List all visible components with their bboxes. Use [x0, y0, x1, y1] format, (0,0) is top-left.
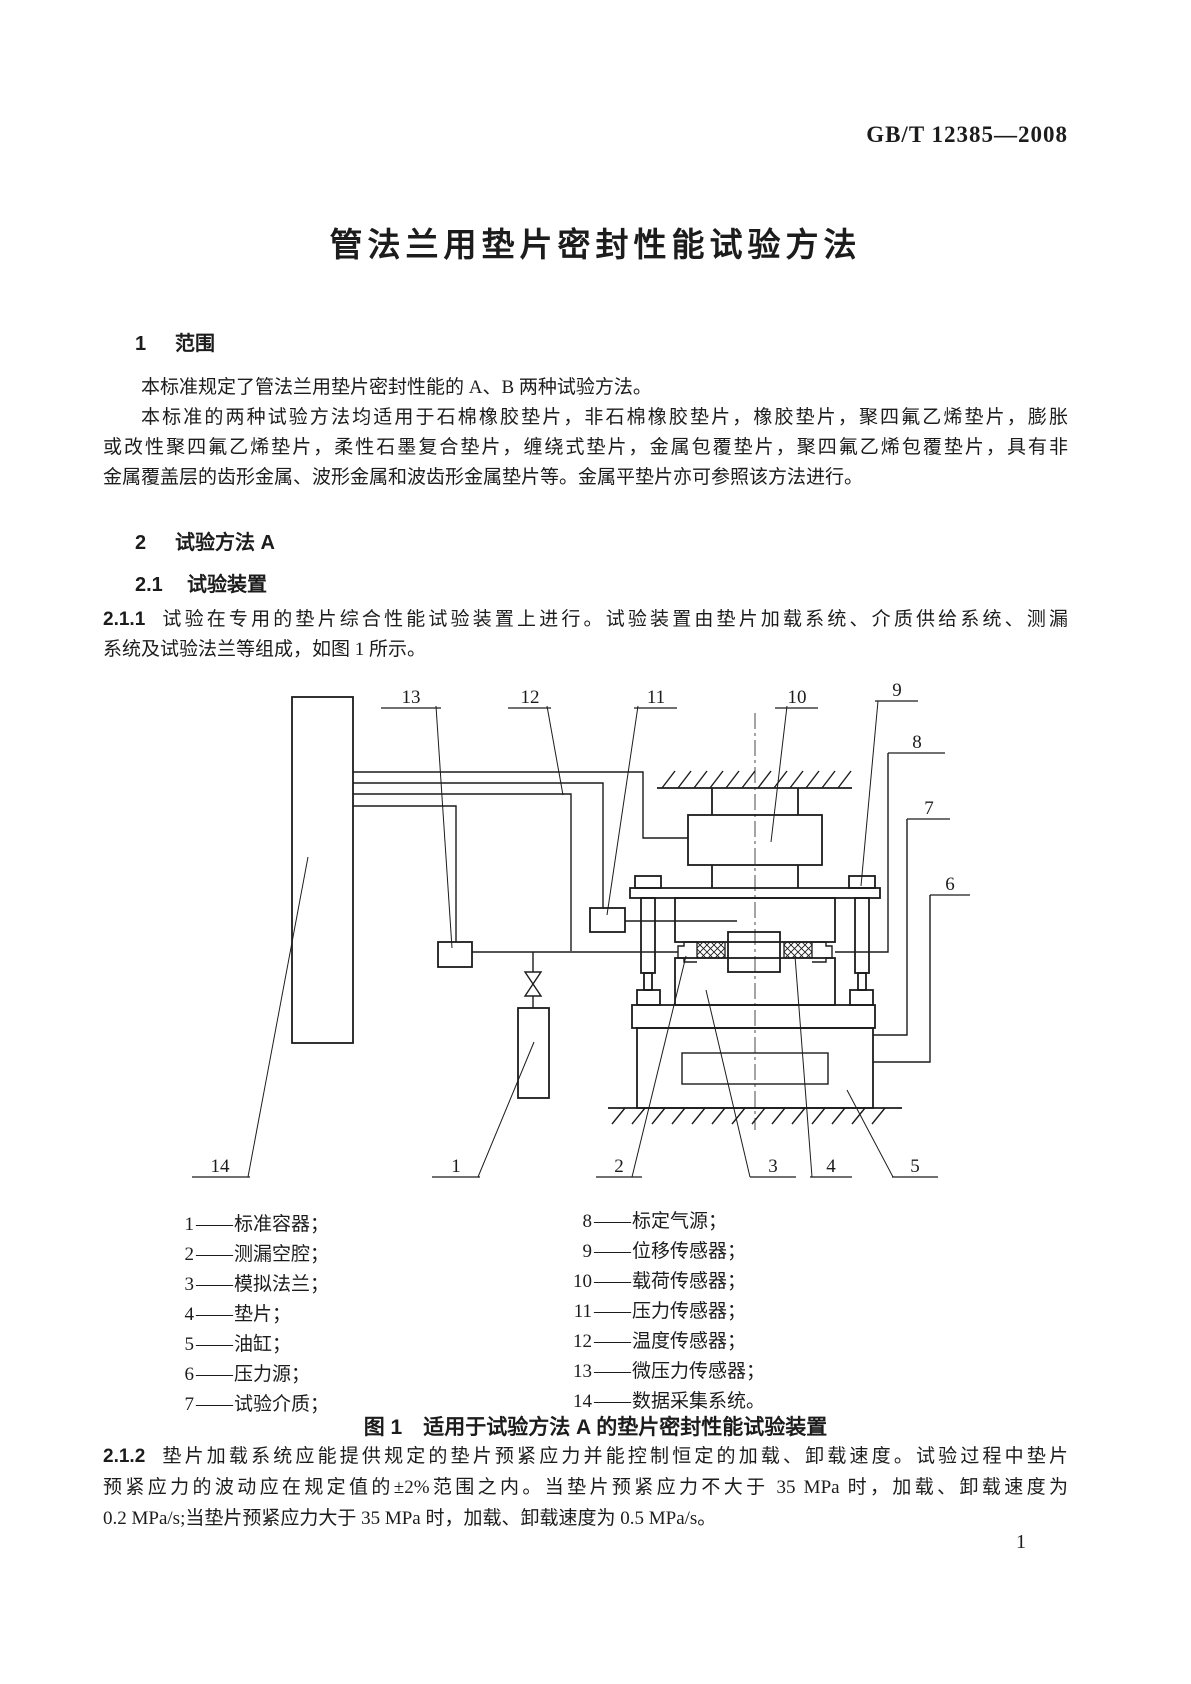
leader-12 [546, 705, 564, 796]
leader-10 [770, 705, 788, 843]
clause-2-1-1-line-1: 2.1.1 试验在专用的垫片综合性能试验装置上进行。试验装置由垫片加载系统、介质供… [103, 607, 1068, 633]
callout-12: 12 [521, 687, 540, 708]
legend-item-5: 5——油缸； [184, 1334, 292, 1355]
leader-13 [435, 705, 453, 949]
legend-item-6: 6——压力源； [184, 1364, 311, 1385]
center-boss [727, 931, 781, 973]
leader-3 [705, 989, 751, 1178]
clause-2-1-2-line-2: 预紧应力的波动应在规定值的±2%范围之内。当垫片预紧应力不大于 35 MPa 时… [103, 1477, 1068, 1498]
leader-11 [606, 705, 639, 916]
clause-2-1-2-line-1: 2.1.2 垫片加载系统应能提供规定的垫片预紧应力并能控制恒定的加载、卸载速度。试… [103, 1444, 1068, 1470]
leader-1 [477, 1041, 535, 1178]
legend-item-3: 3——模拟法兰； [184, 1274, 330, 1295]
clause-2-1-1-text: 试验在专用的垫片综合性能试验装置上进行。试验装置由垫片加载系统、介质供给系统、测… [159, 609, 1068, 630]
legend-item-2: 2——测漏空腔； [184, 1244, 330, 1265]
paragraph-1: 本标准规定了管法兰用垫片密封性能的 A、B 两种试验方法。 [141, 377, 652, 398]
paragraph-2-line-1: 本标准的两种试验方法均适用于石棉橡胶垫片，非石棉橡胶垫片，橡胶垫片，聚四氟乙烯垫… [141, 407, 1068, 428]
standard-vessel [517, 1007, 550, 1099]
micro-pressure-sensor-box [437, 941, 473, 968]
base-plate [631, 1004, 876, 1029]
leader-2 [631, 955, 687, 1178]
top-callout-underlines [381, 700, 918, 709]
section-2-title: 试验方法 A [175, 532, 275, 554]
page-number: 1 [1016, 1531, 1026, 1553]
gasket-hatch-left [696, 941, 726, 959]
wire-to-load-sensor [353, 771, 688, 839]
test-medium-supply-pipe [873, 819, 908, 1036]
right-callout-underlines [888, 752, 970, 896]
clause-2-1-1-number: 2.1.1 [103, 609, 146, 630]
section-1-heading: 1 范围 [135, 327, 215, 356]
leak-cavity-left [677, 941, 697, 963]
callout-10: 10 [788, 687, 807, 708]
callout-5: 5 [910, 1156, 920, 1177]
paragraph-2-line-2: 或改性聚四氟乙烯垫片，柔性石墨复合垫片，缠绕式垫片，金属包覆垫片，聚四氟乙烯包覆… [103, 437, 1068, 458]
section-1-title: 范围 [175, 333, 215, 355]
legend-item-1: 1——标准容器； [184, 1214, 330, 1235]
calibration-gas-pipe [835, 753, 889, 953]
legend-item-13: 13——微压力传感器； [573, 1361, 766, 1382]
callout-6: 6 [945, 874, 955, 895]
section-2-1-title: 试验装置 [187, 574, 267, 596]
pressure-sensor-box [589, 907, 626, 933]
right-bolt [848, 875, 876, 1006]
pressure-source-pipe [873, 895, 931, 1063]
legend-item-11: 11——压力传感器； [573, 1301, 747, 1322]
floor-hatch [608, 1107, 902, 1125]
leak-cavity-right [812, 941, 833, 963]
left-bolt [634, 875, 662, 1006]
legend-item-12: 12——温度传感器； [573, 1331, 747, 1352]
legend-item-8: 8——标定气源； [582, 1211, 728, 1232]
figure-caption: 图 1 适用于试验方法 A 的垫片密封性能试验装置 [363, 1416, 828, 1439]
callout-1: 1 [451, 1156, 461, 1177]
section-2-1-number: 2.1 [135, 574, 163, 596]
figure-1-diagram: 13 12 11 10 9 8 7 6 14 1 2 3 4 5 [192, 680, 970, 1178]
section-1-number: 1 [135, 333, 147, 355]
clause-2-1-1-line-2: 系统及试验法兰等组成，如图 1 所示。 [103, 639, 427, 660]
figure-legend-right: 8——标定气源； 9——位移传感器； 10——载荷传感器； 11——压力传感器；… [556, 1207, 765, 1417]
document-title: 管法兰用垫片密封性能试验方法 [329, 226, 862, 263]
callout-9: 9 [892, 680, 902, 701]
leader-9 [860, 700, 879, 887]
callout-3: 3 [768, 1156, 778, 1177]
section-2-heading: 2 试验方法 A [135, 526, 275, 555]
callout-7: 7 [924, 798, 934, 819]
callout-11: 11 [647, 687, 665, 708]
clause-2-1-2-number: 2.1.2 [103, 1446, 146, 1467]
wire-to-micro-pressure-sensor [353, 805, 457, 942]
legend-item-10: 10——载荷传感器； [573, 1271, 747, 1292]
paragraph-2-line-3: 金属覆盖层的齿形金属、波形金属和波齿形金属垫片等。金属平垫片亦可参照该方法进行。 [103, 467, 864, 488]
wire-to-medium-line [353, 793, 572, 951]
callout-13: 13 [402, 687, 421, 708]
legend-item-4: 4——垫片； [184, 1304, 292, 1325]
legend-item-7: 7——试验介质； [184, 1394, 330, 1415]
leader-4 [794, 955, 813, 1178]
section-2-1-heading: 2.1 试验装置 [135, 568, 267, 597]
legend-item-14: 14——数据采集系统。 [573, 1391, 766, 1412]
legend-item-9: 9——位移传感器； [582, 1241, 747, 1262]
section-2-number: 2 [135, 532, 147, 554]
ceiling-hatch [657, 770, 852, 789]
callout-14: 14 [211, 1156, 231, 1177]
data-acquisition-box [291, 696, 354, 1044]
clause-2-1-2-line-3: 0.2 MPa/s;当垫片预紧应力大于 35 MPa 时，加载、卸载速度为 0.… [103, 1508, 717, 1529]
leader-5 [846, 1089, 894, 1178]
clause-2-1-2-text: 垫片加载系统应能提供规定的垫片预紧应力并能控制恒定的加载、卸载速度。试验过程中垫… [159, 1446, 1068, 1467]
callout-8: 8 [912, 732, 922, 753]
callout-2: 2 [614, 1156, 624, 1177]
leader-14 [247, 856, 309, 1178]
standard-number: GB/T 12385—2008 [866, 122, 1068, 147]
callout-4: 4 [826, 1156, 836, 1177]
figure-legend-left: 1——标准容器； 2——测漏空腔； 3——模拟法兰； 4——垫片； 5——油缸；… [168, 1210, 330, 1420]
load-sensor-lower-stubs [711, 865, 799, 888]
valve-symbol [523, 952, 543, 1008]
wire-to-pressure-sensor [353, 782, 604, 908]
load-sensor-upper-stubs [711, 788, 799, 815]
gasket-hatch-right [783, 941, 813, 959]
